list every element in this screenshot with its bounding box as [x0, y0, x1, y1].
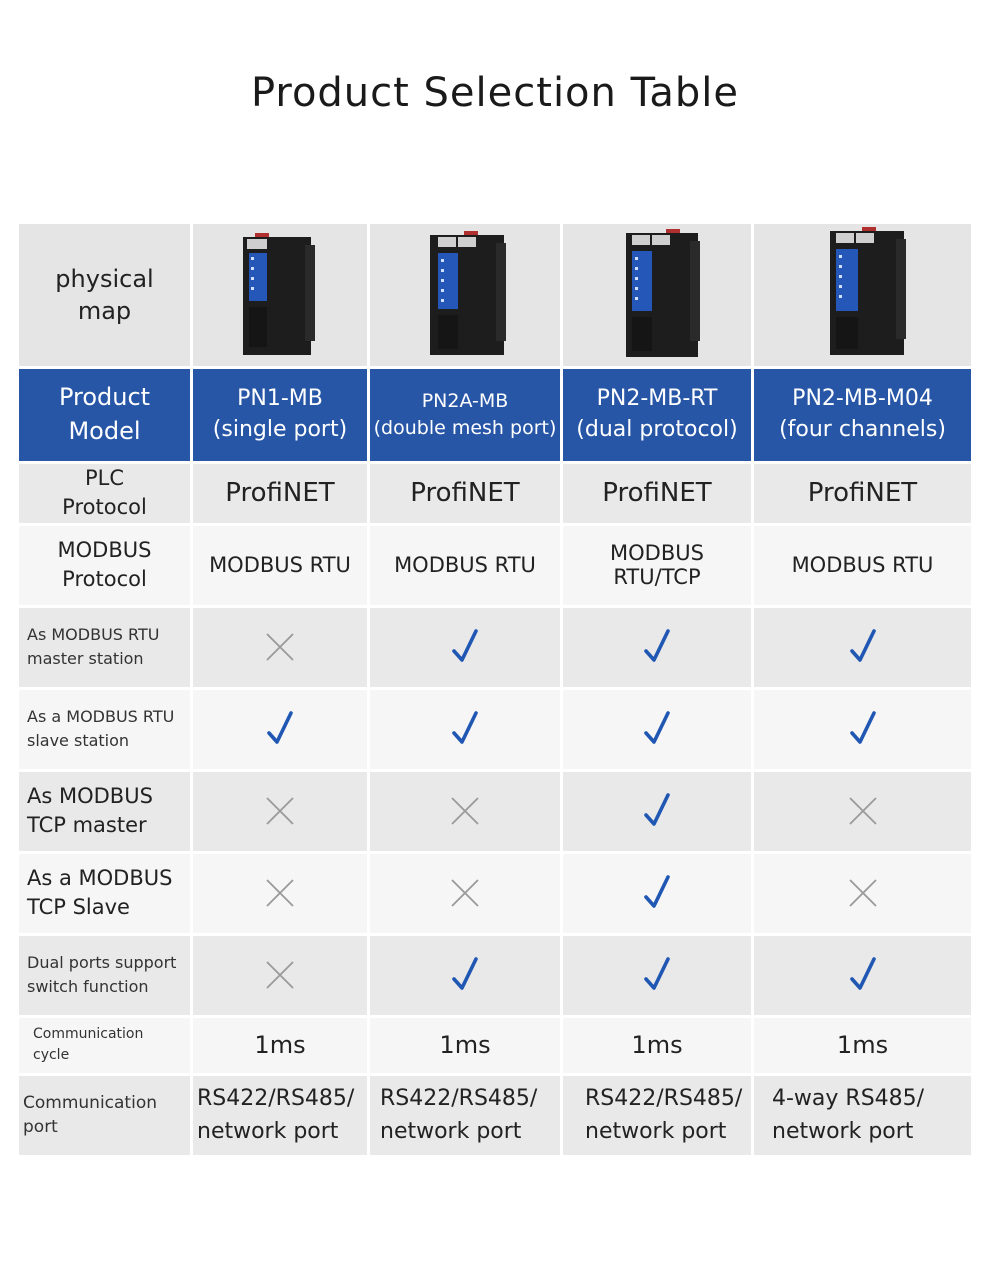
feature-row: As MODBUS TCP master [19, 771, 971, 854]
port-value: RS422/RS485/network port [370, 1075, 563, 1158]
plc-value: ProfiNET [563, 464, 754, 526]
physical-map-row: physical map [19, 224, 971, 369]
feature-row-label: As a MODBUS RTU slave station [19, 689, 193, 772]
device-photo-pn2a [370, 224, 563, 369]
feature-row: Dual ports support switch function [19, 935, 971, 1018]
model-pn2-m04: PN2-MB-M04(four channels) [754, 369, 971, 464]
check-icon [754, 935, 971, 1018]
cross-icon [754, 771, 971, 854]
modbus-protocol-row: MODBUS Protocol MODBUS RTU MODBUS RTU MO… [19, 525, 971, 608]
row-label-communication-port: Communication port [19, 1075, 193, 1158]
page-title: Product Selection Table [250, 70, 740, 116]
feature-row-label: Dual ports support switch function [19, 935, 193, 1018]
cycle-value: 1ms [563, 1017, 754, 1076]
cycle-value: 1ms [370, 1017, 563, 1076]
check-icon [754, 689, 971, 772]
cross-icon [193, 935, 370, 1018]
check-icon [563, 607, 754, 690]
cross-icon [370, 853, 563, 936]
check-icon [754, 607, 971, 690]
cross-icon [193, 771, 370, 854]
cycle-value: 1ms [754, 1017, 971, 1076]
feature-row-label: As a MODBUS TCP Slave [19, 853, 193, 936]
feature-row-label: As MODBUS TCP master [19, 771, 193, 854]
communication-port-row: Communication port RS422/RS485/network p… [19, 1075, 971, 1158]
modbus-value: MODBUS RTU [193, 525, 370, 608]
check-icon [563, 935, 754, 1018]
cross-icon [193, 607, 370, 690]
check-icon [563, 771, 754, 854]
product-selection-table: physical map Product Model PN1-MB(single… [19, 224, 971, 1158]
device-photo-pn1 [193, 224, 370, 369]
check-icon [370, 689, 563, 772]
check-icon [370, 607, 563, 690]
model-pn2a: PN2A-MB(double mesh port) [370, 369, 563, 464]
model-pn2-rt: PN2-MB-RT(dual protocol) [563, 369, 754, 464]
communication-cycle-row: Communication cycle 1ms 1ms 1ms 1ms [19, 1017, 971, 1076]
row-label-communication-cycle: Communication cycle [19, 1017, 193, 1076]
modbus-value: MODBUS RTU/TCP [563, 525, 754, 608]
row-label-product-model: Product Model [19, 369, 193, 464]
product-model-row: Product Model PN1-MB(single port) PN2A-M… [19, 369, 971, 464]
port-value: 4-way RS485/network port [754, 1075, 971, 1158]
row-label-modbus-protocol: MODBUS Protocol [19, 525, 193, 608]
cross-icon [754, 853, 971, 936]
feature-row: As a MODBUS RTU slave station [19, 689, 971, 772]
check-icon [193, 689, 370, 772]
check-icon [370, 935, 563, 1018]
cycle-value: 1ms [193, 1017, 370, 1076]
plc-value: ProfiNET [193, 464, 370, 526]
cross-icon [193, 853, 370, 936]
device-photo-pn2-rt [563, 224, 754, 369]
feature-row: As MODBUS RTU master station [19, 607, 971, 690]
row-label-physical-map: physical map [19, 224, 193, 369]
feature-row: As a MODBUS TCP Slave [19, 853, 971, 936]
cross-icon [370, 771, 563, 854]
modbus-value: MODBUS RTU [370, 525, 563, 608]
port-value: RS422/RS485/network port [563, 1075, 754, 1158]
plc-value: ProfiNET [370, 464, 563, 526]
modbus-value: MODBUS RTU [754, 525, 971, 608]
check-icon [563, 853, 754, 936]
plc-value: ProfiNET [754, 464, 971, 526]
device-photo-pn2-m04 [754, 224, 971, 369]
model-pn1: PN1-MB(single port) [193, 369, 370, 464]
row-label-plc-protocol: PLC Protocol [19, 464, 193, 526]
check-icon [563, 689, 754, 772]
feature-row-label: As MODBUS RTU master station [19, 607, 193, 690]
plc-protocol-row: PLC Protocol ProfiNET ProfiNET ProfiNET … [19, 464, 971, 526]
port-value: RS422/RS485/network port [193, 1075, 370, 1158]
